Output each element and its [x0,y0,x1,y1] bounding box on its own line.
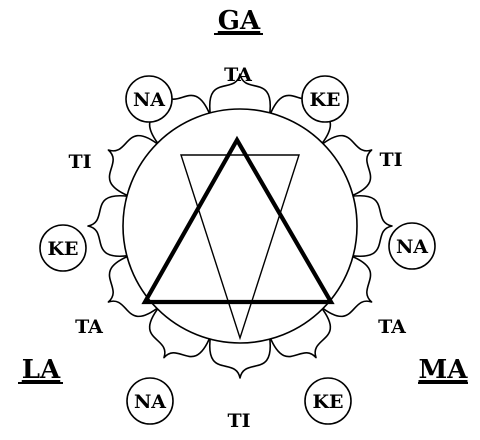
lotus-petals [87,73,393,379]
corner-label-bottom-left: LA [22,355,61,385]
circled-syllable-top-right: KE [301,75,349,123]
syllable-upper-right: TI [379,149,402,171]
lotus-petal [208,73,272,117]
corner-label-top: GA [218,6,261,36]
lotus-petal [268,305,332,359]
circled-syllable-bottom-left-label: NA [134,391,166,413]
corner-label-bottom-right: MA [419,355,469,385]
circled-syllable-bottom-left: NA [126,377,174,425]
lotus-petal [107,134,161,198]
lotus-petal [319,254,373,318]
syllable-bottom: TI [227,410,250,432]
circled-syllable-mid-left: KE [39,224,87,272]
syllable-upper-left: TI [68,151,91,173]
lotus-petal [87,194,131,258]
circled-syllable-bottom-right-label: KE [313,391,344,413]
circled-syllable-bottom-right: KE [304,377,352,425]
syllable-top: TA [224,64,252,86]
upright-triangle [141,135,335,305]
lotus-petal [319,134,373,198]
inverted-triangle [180,154,300,341]
inner-circle [122,108,358,344]
circled-syllable-top-left-label: NA [133,89,165,111]
lotus-petal [349,194,393,258]
lotus-petal [208,335,272,379]
circled-syllable-mid-left-label: KE [48,238,79,260]
circled-syllable-top-right-label: KE [310,89,341,111]
lotus-petal [148,305,212,359]
circled-syllable-top-left: NA [125,75,173,123]
circled-syllable-mid-right-label: NA [396,236,428,258]
syllable-lower-right: TA [378,316,406,338]
circled-syllable-mid-right: NA [388,222,436,270]
syllable-lower-left: TA [75,316,103,338]
